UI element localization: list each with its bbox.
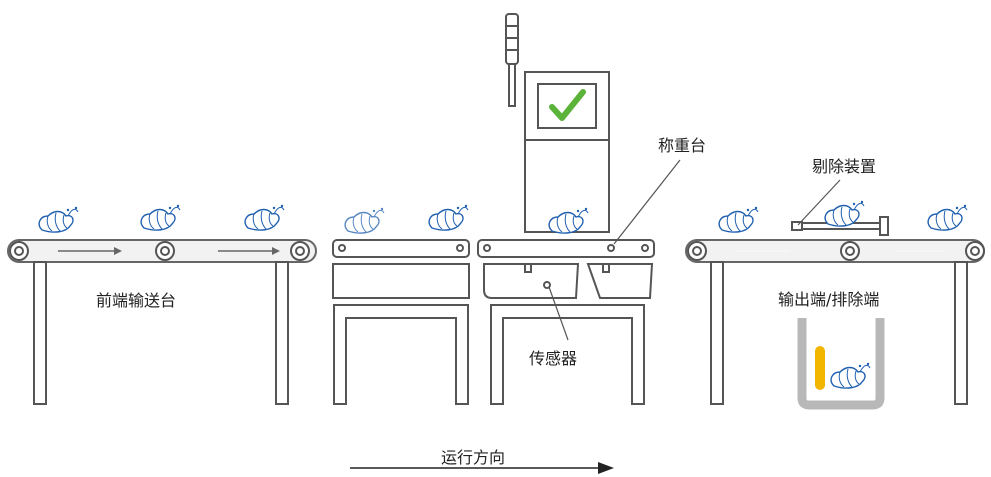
sensor-label: 传感器: [529, 349, 577, 368]
infeed-arrow-1: [58, 247, 122, 255]
outfeed-conveyor: 剔除装置 输出端/排除端: [685, 157, 985, 410]
outfeed-roller-mid: [840, 241, 860, 261]
display-screen: [537, 83, 597, 129]
signal-tower-icon: [505, 13, 519, 107]
shrimp-icon: [927, 204, 968, 231]
leader-rejector: [797, 179, 841, 226]
transfer-belt: [332, 239, 470, 258]
infeed-roller-right: [290, 241, 310, 261]
checkmark-icon: [549, 89, 586, 121]
outfeed-roller-left: [687, 241, 707, 261]
direction-indicator: 运行方向: [350, 448, 614, 474]
weigh-belt: [477, 239, 655, 258]
infeed-roller-mid: [155, 241, 175, 261]
weigher-frame: [490, 304, 645, 405]
transfer-housing: [332, 263, 470, 299]
shrimp-icon: [718, 206, 759, 233]
infeed-label: 前端输送台: [96, 291, 176, 310]
outfeed-leg-left: [710, 261, 724, 405]
shrimp-icon: [38, 206, 79, 233]
infeed-roller-left: [9, 241, 29, 261]
infeed-conveyor: 前端输送台: [7, 204, 317, 405]
outfeed-label: 输出端/排除端: [778, 290, 879, 309]
leader-weigh-table: [613, 159, 681, 245]
infeed-arrow-2: [218, 247, 280, 255]
shrimp-icon: [830, 362, 871, 389]
weigh-table-label: 称重台: [658, 136, 706, 155]
checkweigher: 称重台 传感器: [477, 13, 706, 405]
rejector-device: [791, 200, 889, 236]
shrimp-icon: [244, 204, 285, 231]
shrimp-icon: [344, 207, 385, 234]
rejected-item-block: [815, 346, 825, 390]
direction-arrowhead-icon: [598, 462, 614, 474]
shrimp-icon: [140, 204, 181, 231]
direction-label: 运行方向: [441, 448, 505, 467]
rejector-label: 剔除装置: [812, 157, 876, 176]
infeed-leg-right: [275, 261, 289, 405]
infeed-leg-left: [33, 261, 47, 405]
reject-bin: [797, 318, 885, 410]
shrimp-icon: [428, 204, 469, 231]
transfer-section: [332, 204, 470, 405]
sensor-housing-left: [483, 263, 580, 299]
sensor-point: [543, 281, 551, 289]
outfeed-leg-right: [954, 261, 968, 405]
transfer-frame: [333, 304, 469, 405]
leader-sensor: [548, 286, 569, 341]
sensor-housing-right: [586, 263, 654, 299]
outfeed-roller-right: [965, 241, 985, 261]
